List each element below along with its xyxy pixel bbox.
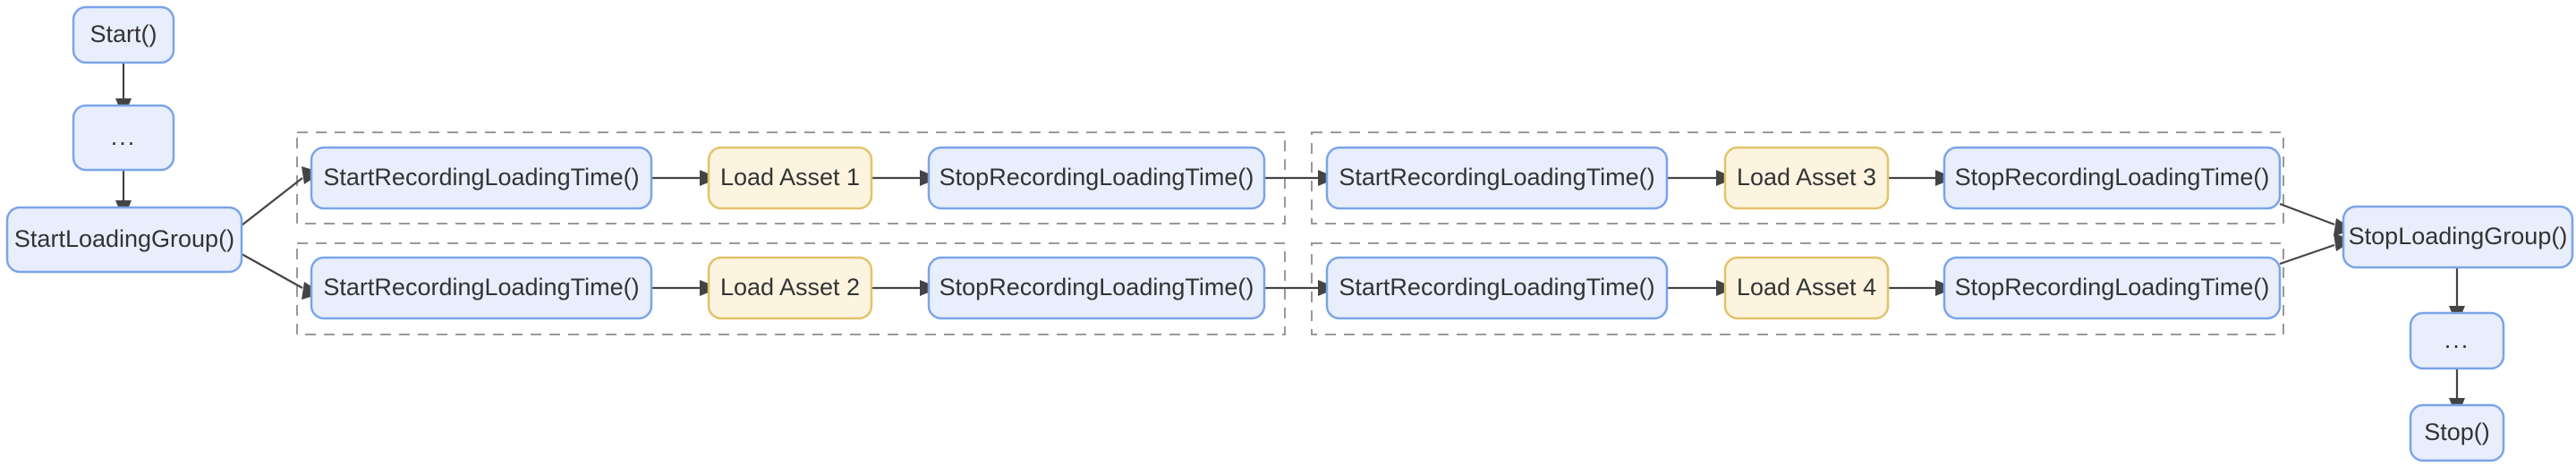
node-shape: [927, 146, 1266, 210]
edge-line: [2279, 243, 2335, 266]
node-stop[interactable]: Stop(): [2409, 403, 2505, 462]
node-shape: [72, 5, 175, 64]
node-g2r1_start_rec[interactable]: StartRecordingLoadingTime(): [1325, 146, 1669, 210]
node-g2r2_stop_rec[interactable]: StopRecordingLoadingTime(): [1943, 256, 2282, 320]
node-shape: [927, 256, 1266, 320]
node-shape: [1943, 146, 2282, 210]
node-shape: [2409, 403, 2505, 462]
node-shape: [1325, 256, 1669, 320]
edge-line: [241, 177, 303, 226]
node-g1r2_load[interactable]: Load Asset 2: [707, 256, 873, 320]
node-ellipsis_bottom[interactable]: ...: [2409, 311, 2505, 370]
node-shape: [2409, 311, 2505, 370]
node-shape: [1723, 146, 1890, 210]
edge-line: [2279, 202, 2335, 226]
edge-e-group-g1r2: [241, 253, 322, 300]
node-stop_group[interactable]: StopLoadingGroup(): [2342, 205, 2574, 269]
node-shape: [1723, 256, 1890, 320]
node-shape: [310, 256, 653, 320]
node-g2r2_load[interactable]: Load Asset 4: [1723, 256, 1890, 320]
group-box-group2-row1: [1311, 131, 2284, 224]
node-shape: [310, 146, 653, 210]
node-g2r1_stop_rec[interactable]: StopRecordingLoadingTime(): [1943, 146, 2282, 210]
node-shape: [2342, 205, 2574, 269]
node-g1r1_load[interactable]: Load Asset 1: [707, 146, 873, 210]
group-box-group2-row2: [1311, 242, 2284, 335]
node-shape: [707, 146, 873, 210]
node-start_group[interactable]: StartLoadingGroup(): [5, 206, 243, 274]
node-shape: [707, 256, 873, 320]
node-shape: [1943, 256, 2282, 320]
node-g2r1_load[interactable]: Load Asset 3: [1723, 146, 1890, 210]
node-g1r2_stop_rec[interactable]: StopRecordingLoadingTime(): [927, 256, 1266, 320]
edge-e-group-g1r1: [241, 166, 322, 226]
node-start[interactable]: Start(): [72, 5, 175, 64]
edges-layer: [115, 63, 2465, 418]
node-g1r2_start_rec[interactable]: StartRecordingLoadingTime(): [310, 256, 653, 320]
node-ellipsis_top[interactable]: ...: [72, 104, 175, 172]
node-shape: [1325, 146, 1669, 210]
node-g1r1_stop_rec[interactable]: StopRecordingLoadingTime(): [927, 146, 1266, 210]
nodes-layer: Start()... StartLoadingGroup() StartRecord…: [5, 5, 2574, 462]
edge-line: [241, 253, 303, 289]
node-shape: [72, 104, 175, 172]
node-g2r2_start_rec[interactable]: StartRecordingLoadingTime(): [1325, 256, 1669, 320]
node-shape: [5, 206, 243, 274]
node-g1r1_start_rec[interactable]: StartRecordingLoadingTime(): [310, 146, 653, 210]
